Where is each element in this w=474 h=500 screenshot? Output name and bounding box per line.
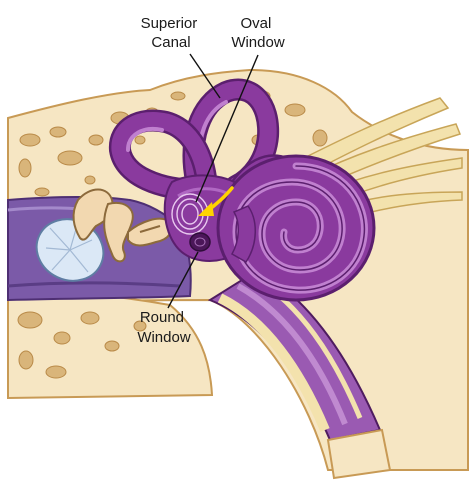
arrow-icon — [198, 186, 234, 216]
superior-canal-label: Superior Canal — [141, 15, 202, 51]
round-window — [189, 232, 211, 252]
round-window-label-line-1: Round — [140, 309, 184, 326]
round-window-label: Round Window — [137, 309, 191, 346]
oval-window-label-line-2: Window — [231, 34, 285, 51]
superior-canal-label-line-1: Superior — [141, 15, 198, 32]
round-window-label-line-2: Window — [137, 329, 191, 346]
superior-canal-label-line-2: Canal — [151, 34, 190, 51]
oval-window-label: Oval Window — [231, 15, 285, 51]
oval-window-leader — [195, 54, 259, 203]
superior-canal-leader — [189, 53, 221, 99]
cochlear-duct-connection — [230, 205, 256, 263]
ossicles — [72, 188, 174, 263]
oval-window-label-line-1: Oval — [240, 15, 271, 32]
leader-lines — [167, 53, 259, 309]
cochlear-nerve — [207, 268, 392, 480]
round-window-leader — [167, 251, 199, 309]
cochlea — [216, 154, 376, 302]
